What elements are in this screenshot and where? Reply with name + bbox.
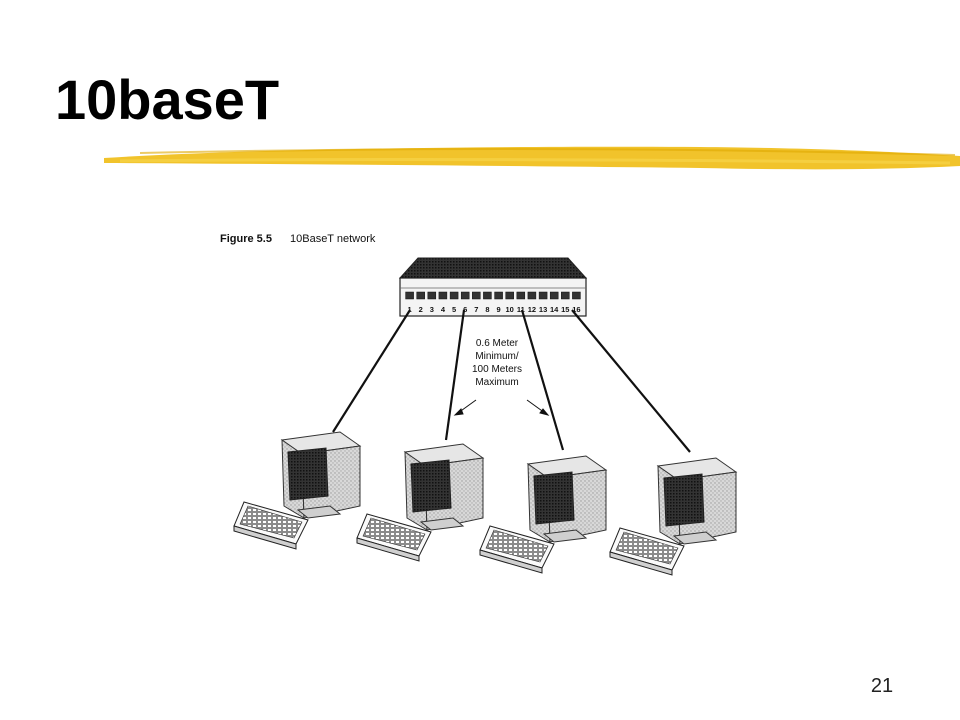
port-number: 1 xyxy=(408,305,412,314)
hub-port xyxy=(416,291,425,300)
port-number: 16 xyxy=(572,305,580,314)
port-number: 12 xyxy=(528,305,536,314)
hub-port xyxy=(494,291,503,300)
hub-port xyxy=(460,291,470,300)
note-line-4: Maximum xyxy=(475,377,518,388)
hub-port xyxy=(427,291,437,300)
port-number: 4 xyxy=(441,305,446,314)
note-line-3: 100 Meters xyxy=(472,364,522,375)
note-line-1: 0.6 Meter xyxy=(476,338,519,349)
hub-port xyxy=(505,291,514,300)
hub-port xyxy=(516,291,526,300)
port-number: 10 xyxy=(506,305,514,314)
cable-4 xyxy=(571,309,691,453)
hub-port xyxy=(438,291,448,300)
slide-title: 10baseT xyxy=(55,68,280,131)
port-number: 11 xyxy=(517,305,525,314)
computer-4 xyxy=(609,457,737,576)
hub-port xyxy=(472,291,481,300)
computer-3 xyxy=(479,455,607,574)
hub-port xyxy=(549,291,559,300)
port-number: 5 xyxy=(452,305,456,314)
port-number: 13 xyxy=(539,305,547,314)
cable-1 xyxy=(332,309,411,433)
figure-caption: 10BaseT network xyxy=(290,233,376,245)
port-number: 8 xyxy=(485,305,489,314)
port-number: 7 xyxy=(474,305,478,314)
note-arrows xyxy=(453,399,550,416)
port-number: 9 xyxy=(497,305,501,314)
hub-port xyxy=(572,291,581,300)
computer-1 xyxy=(233,431,361,550)
cables xyxy=(332,309,691,453)
port-number: 14 xyxy=(550,305,559,314)
cable-2 xyxy=(444,309,466,441)
port-number: 3 xyxy=(430,305,434,314)
hub-port xyxy=(538,291,548,300)
computer-2 xyxy=(356,443,484,562)
hub-port xyxy=(561,291,570,300)
port-number: 6 xyxy=(463,305,467,314)
port-number: 2 xyxy=(419,305,423,314)
hub-port xyxy=(483,291,492,300)
figure-label: Figure 5.5 xyxy=(220,233,272,245)
cable-length-note: 0.6 Meter Minimum/ 100 Meters Maximum xyxy=(472,338,522,388)
hub-port xyxy=(449,291,459,300)
hub-port xyxy=(405,291,414,300)
slide-number: 21 xyxy=(870,675,894,697)
hub-port xyxy=(527,291,537,300)
note-line-2: Minimum/ xyxy=(475,351,519,362)
port-number: 15 xyxy=(561,305,569,314)
cable-3 xyxy=(520,309,565,451)
